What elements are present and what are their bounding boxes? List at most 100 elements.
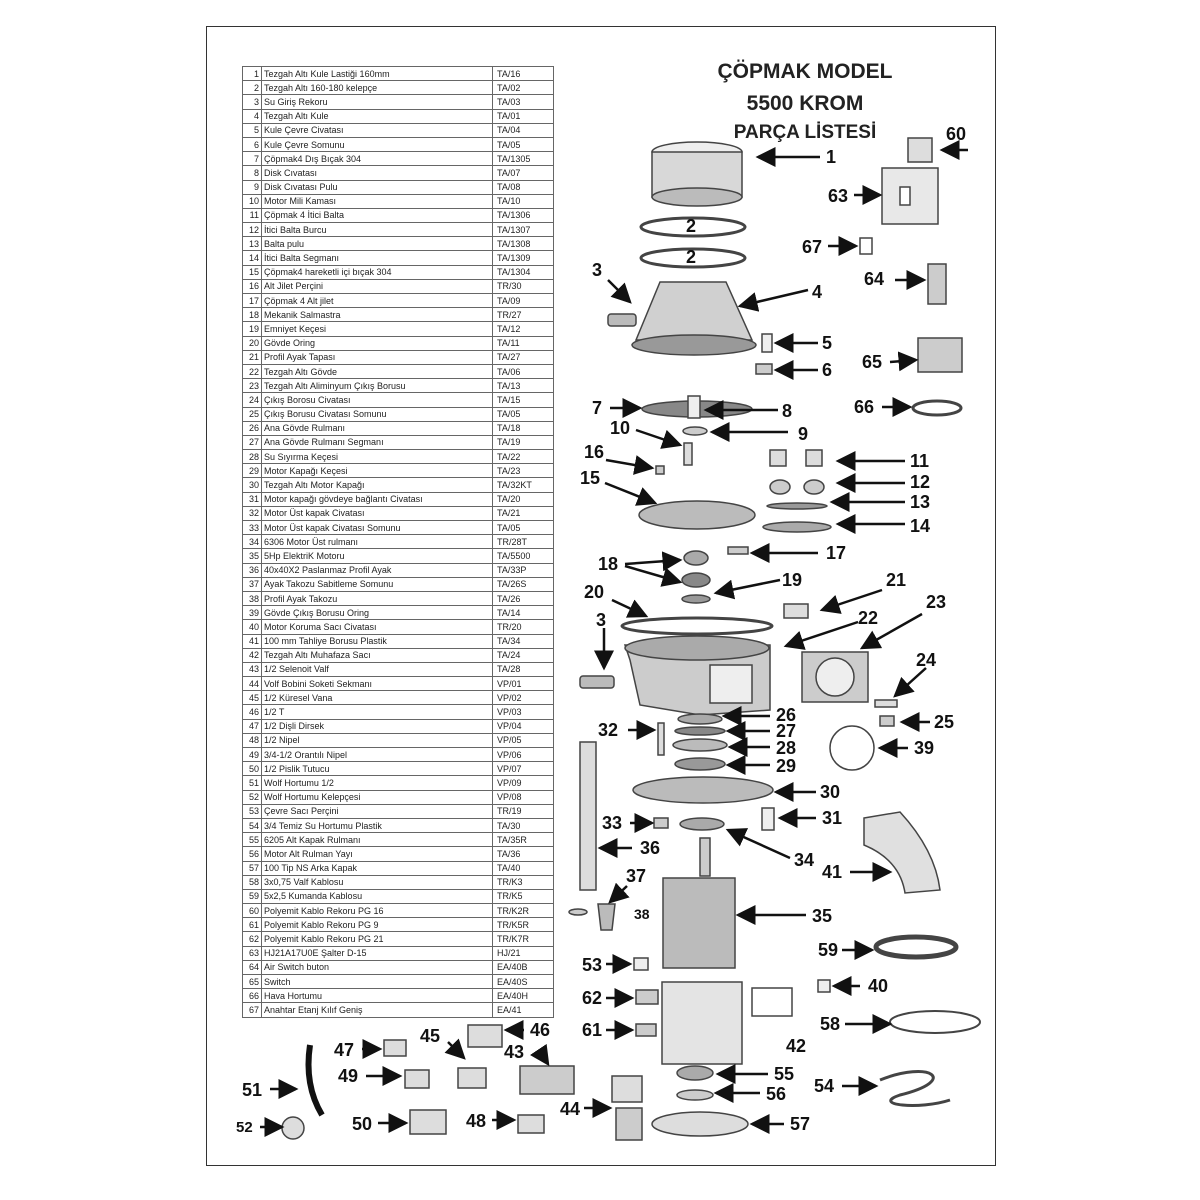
part-62-shape: [635, 989, 659, 1005]
part-61-shape: [635, 1023, 657, 1037]
callout-1: 1: [826, 147, 837, 167]
part-code: TA/05: [492, 136, 554, 153]
callout-5: 5: [822, 333, 833, 353]
arrow-24: [893, 667, 927, 698]
callout-56: 56: [766, 1084, 787, 1104]
arrow-18a: [624, 551, 683, 572]
callout-44: 44: [560, 1099, 581, 1119]
part-31-shape: [761, 807, 775, 831]
part-48-shape: [517, 1114, 545, 1134]
part-44b-shape: [615, 1107, 643, 1141]
part-2a-shape: [639, 216, 747, 238]
part-46-shape: [467, 1024, 503, 1048]
callout-51: 51: [242, 1080, 263, 1100]
part-24-shape: [874, 699, 898, 708]
arrow-22: [783, 620, 859, 650]
callout-53: 53: [582, 955, 603, 975]
title-parts-list: PARÇA LİSTESİ: [733, 122, 877, 143]
part-name: İtici Balta Burcu: [261, 222, 493, 238]
arrow-3a: [607, 279, 632, 304]
arrow-23: [859, 612, 923, 650]
part-code: TA/1308: [492, 236, 554, 252]
part-12b-shape: [803, 479, 825, 495]
callout-35: 35: [812, 906, 833, 926]
arrow-20: [611, 598, 649, 618]
callout-36: 36: [640, 838, 661, 858]
callout-50: 50: [352, 1114, 373, 1134]
callout-47: 47: [334, 1040, 355, 1060]
callout-64: 64: [864, 269, 885, 289]
part-53-shape: [633, 957, 649, 971]
callout-17: 17: [826, 543, 847, 563]
part-50-shape: [409, 1109, 447, 1135]
part-17-shape: [727, 546, 749, 555]
callout-57: 57: [790, 1114, 811, 1134]
callout-20: 20: [584, 582, 605, 602]
callout-2a: 2: [686, 216, 697, 236]
part-67-shape: [859, 237, 873, 255]
callout-26: 26: [776, 705, 797, 725]
callout-52: 52: [236, 1119, 253, 1136]
callout-61: 61: [582, 1020, 603, 1040]
part-35-shape: [662, 877, 736, 969]
callout-3b: 3: [596, 610, 607, 630]
callout-42: 42: [786, 1036, 807, 1056]
part-19-shape: [681, 594, 711, 604]
part-44a-shape: [611, 1075, 643, 1103]
part-60-shape: [907, 137, 933, 163]
part-code: TA/10: [492, 193, 554, 209]
part-8-shape: [687, 395, 701, 419]
callout-25: 25: [934, 712, 955, 732]
callout-65: 65: [862, 352, 883, 372]
part-20-shape: [620, 616, 774, 636]
part-59-shape: [873, 934, 959, 960]
part-43-shape: [519, 1065, 575, 1095]
part-41-shape: [863, 811, 941, 894]
part-14-shape: [762, 521, 832, 533]
arrow-18b: [624, 564, 683, 587]
callout-46: 46: [530, 1020, 551, 1040]
arrow-19: [713, 578, 781, 600]
part-12a-shape: [769, 479, 791, 495]
part-4-shape: [634, 281, 754, 341]
callout-13: 13: [910, 492, 931, 512]
part-37-shape: [568, 908, 588, 916]
arrow-45: [444, 1038, 466, 1060]
part-name: Disk Cıvatası Pulu: [261, 179, 493, 195]
part-10-shape: [683, 442, 693, 466]
arrow-21: [819, 588, 883, 614]
arrow-15: [604, 481, 658, 506]
part-32-shape: [657, 722, 665, 756]
part-55-shape: [676, 1065, 714, 1081]
part-57-shape: [651, 1111, 749, 1137]
callout-4: 4: [812, 282, 823, 302]
callout-39: 39: [914, 738, 935, 758]
callout-66: 66: [854, 397, 875, 417]
callout-55: 55: [774, 1064, 795, 1084]
part-39-shape: [829, 725, 875, 771]
callout-28: 28: [776, 738, 797, 758]
part-1-shape: [651, 141, 743, 207]
part-29-shape: [674, 757, 726, 771]
callout-49: 49: [338, 1066, 359, 1086]
callout-24: 24: [916, 650, 937, 670]
